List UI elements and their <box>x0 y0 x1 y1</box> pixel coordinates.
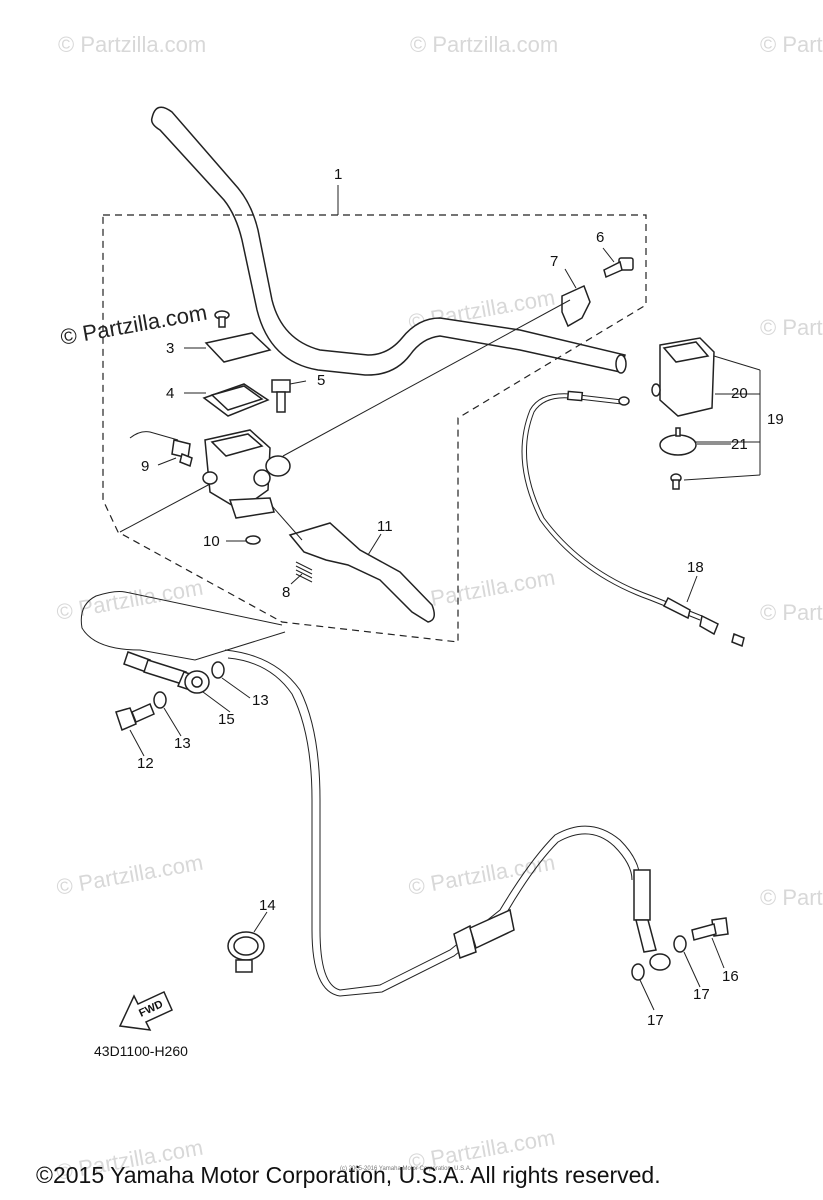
watermark: © Partzilla.com <box>58 32 206 57</box>
callout-5: 5 <box>317 372 325 389</box>
callout-13: 13 <box>174 735 191 752</box>
throttle-housing <box>651 337 715 417</box>
watermark: © Partzilla.com <box>55 575 205 625</box>
watermark: © Partzilla.com <box>760 32 823 57</box>
spring-8 <box>295 561 313 583</box>
callout-14: 14 <box>259 897 276 914</box>
bolt-6 <box>603 257 634 279</box>
washer-13 <box>211 661 225 679</box>
copyright-notice: ©2015 Yamaha Motor Corporation, U.S.A. A… <box>36 1162 661 1188</box>
diaphragm <box>202 383 270 417</box>
reservoir-screw <box>214 310 230 328</box>
union-bolt-12 <box>115 702 155 732</box>
callout-15: 15 <box>218 711 235 728</box>
throttle-cable <box>521 390 745 648</box>
brake-switch <box>129 431 193 468</box>
watermark: © Partzilla.com <box>407 850 557 900</box>
callout-16: 16 <box>722 968 739 985</box>
screw-19 <box>670 473 682 490</box>
watermark: © Partzilla.com <box>760 885 823 910</box>
washer-17 <box>631 963 645 981</box>
fwd-arrow-icon: FWD <box>118 991 173 1031</box>
bolt-5 <box>271 379 291 413</box>
callout-4: 4 <box>166 385 174 402</box>
watermark: © Partzilla.com <box>410 32 558 57</box>
callout-8: 8 <box>282 584 290 601</box>
callout-17: 17 <box>693 986 710 1003</box>
brake-hose <box>80 591 641 997</box>
watermark-layer: © Partzilla.com © Partzilla.com © Partzi… <box>55 32 823 1185</box>
handlebar <box>150 106 627 376</box>
callouts: 1 6 7 3 4 5 9 10 8 11 20 19 21 18 13 15 … <box>137 166 784 1029</box>
washer-17 <box>673 935 687 953</box>
holder-7 <box>561 284 591 328</box>
watermark: © Partzilla.com <box>760 600 823 625</box>
diagram-code: 43D1100-H260 <box>94 1043 188 1059</box>
brake-lever <box>288 522 435 623</box>
watermark: © Partzilla.com <box>760 315 823 340</box>
callout-7: 7 <box>550 253 558 270</box>
callout-21: 21 <box>731 436 748 453</box>
callout-3: 3 <box>166 340 174 357</box>
assembly-boundary <box>102 214 647 643</box>
washer-10 <box>245 535 261 545</box>
throttle-cover <box>659 427 697 456</box>
hose-clamp <box>227 931 265 973</box>
washer-13 <box>153 691 167 709</box>
callout-9: 9 <box>141 458 149 475</box>
callout-13: 13 <box>252 692 269 709</box>
master-cylinder <box>202 429 291 519</box>
callout-19: 19 <box>767 411 784 428</box>
watermark: © Partzilla.com <box>55 850 205 900</box>
tiny-copyright: (c) 2005-2016 Yamaha Motor Corporation, … <box>340 1166 472 1172</box>
callout-18: 18 <box>687 559 704 576</box>
callout-10: 10 <box>203 533 220 550</box>
callout-17: 17 <box>647 1012 664 1029</box>
callout-12: 12 <box>137 755 154 772</box>
callout-20: 20 <box>731 385 748 402</box>
union-bolt-16 <box>691 917 729 941</box>
lower-hose-fittings <box>453 869 671 971</box>
reservoir-cap <box>204 332 272 363</box>
callout-6: 6 <box>596 229 604 246</box>
callout-1: 1 <box>334 166 342 183</box>
watermark-prominent: © Partzilla.com <box>59 300 209 350</box>
callout-11: 11 <box>377 518 393 535</box>
leader-lines <box>129 247 734 1011</box>
